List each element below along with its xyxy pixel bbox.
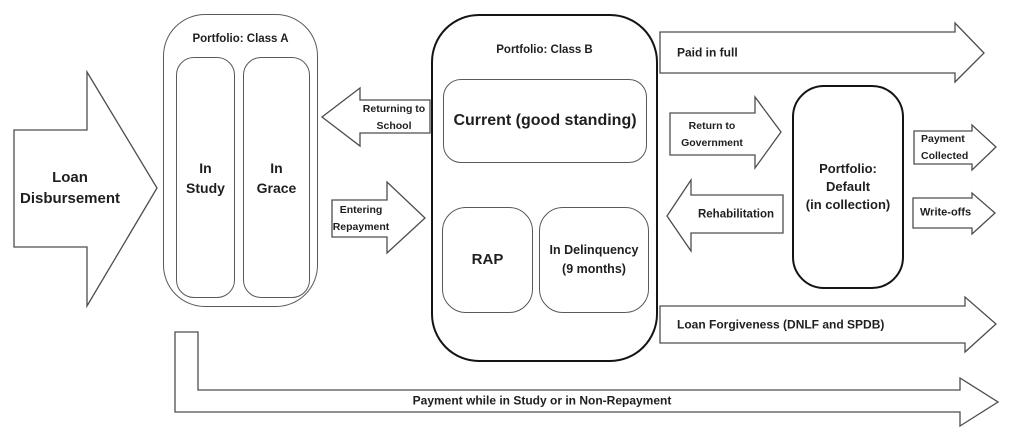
rehabilitation-arrow: [666, 177, 784, 254]
payment-collected-arrow: [913, 123, 997, 172]
in-delinquency-label-line2: (9 months): [562, 262, 626, 276]
in-study-label-line2: Study: [186, 179, 225, 196]
paid-in-full-arrow: [659, 21, 985, 84]
write-offs-label: Write-offs: [920, 206, 972, 219]
in-study-box: In Study: [176, 57, 235, 298]
return-to-government-arrow: [669, 95, 782, 171]
portfolio-default-label-line2: Default: [825, 179, 871, 194]
paid-in-full-label: Paid in full: [677, 45, 738, 60]
current-good-standing-label: Current (good standing): [453, 112, 637, 129]
portfolio-default-box: Portfolio: Default (in collection): [792, 85, 904, 289]
loan-forgiveness-label: Loan Forgiveness (DNLF and SPDB): [677, 317, 885, 332]
in-grace-label-line2: Grace: [256, 179, 297, 196]
payment-while-in-study-label: Payment while in Study or in Non-Repayme…: [412, 393, 672, 408]
write-offs-arrow: [912, 191, 996, 236]
return-to-government-label: Return to Government: [681, 120, 743, 149]
portfolio-class-b-title: Portfolio: Class B: [496, 44, 593, 56]
in-study-label-line1: In: [199, 159, 212, 176]
entering-repayment-arrow: [331, 180, 426, 255]
rap-label: RAP: [471, 251, 504, 268]
payment-collected-label: Payment Collected: [921, 133, 969, 162]
loan-disbursement-label: Loan Disbursement: [19, 169, 121, 207]
portfolio-class-a-title: Portfolio: Class A: [192, 33, 289, 45]
portfolio-default-label-line1: Portfolio:: [819, 161, 877, 176]
returning-to-school-arrow: [320, 86, 431, 148]
current-good-standing-box: Current (good standing): [443, 79, 647, 163]
portfolio-default-label-line3: (in collection): [805, 197, 891, 212]
rehabilitation-label: Rehabilitation: [697, 208, 775, 221]
payment-while-in-study-arrow: [174, 331, 1000, 428]
in-delinquency-box: In Delinquency (9 months): [539, 207, 649, 313]
in-grace-box: In Grace: [243, 57, 310, 298]
returning-to-school-label: Returning to School: [362, 103, 426, 132]
in-grace-label-line1: In: [270, 159, 283, 176]
in-delinquency-label-line1: In Delinquency: [549, 243, 639, 257]
rap-box: RAP: [442, 207, 533, 313]
entering-repayment-label: Entering Repayment: [332, 204, 390, 233]
loan-forgiveness-arrow: [659, 295, 997, 354]
loan-disbursement-arrow: [13, 69, 158, 309]
